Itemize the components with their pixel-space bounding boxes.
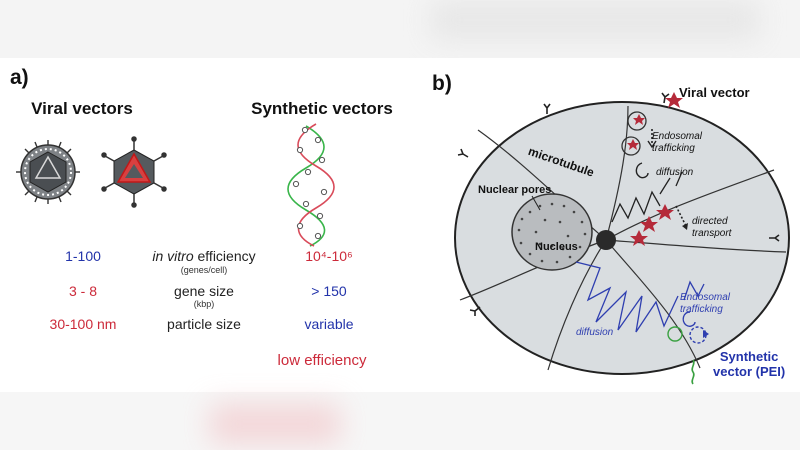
viral-vectors-header: Viral vectors: [31, 99, 133, 118]
nuclear-pores: [517, 202, 587, 264]
nuclear-pores-label: Nuclear pores: [478, 184, 552, 196]
diffusion-bottom-label: diffusion: [576, 327, 614, 338]
bottom-blur-smudge: [210, 404, 340, 444]
membrane-receptors: [457, 92, 780, 316]
top-blur-smudge: [430, 0, 760, 40]
viral-particles: [627, 92, 683, 246]
viral-gene-size-value: 3 - 8: [68, 283, 98, 299]
viral-diffusion-path-2: [659, 171, 683, 195]
synthetic-endosomes: [667, 311, 709, 344]
viral-vector-label: Viral vector: [679, 85, 750, 100]
viral-particle-size-value: 30-100 nm: [49, 316, 117, 332]
gene-size-unit: (kbp): [193, 299, 215, 309]
panel-b-label: b): [432, 72, 452, 95]
synthetic-diffusion-path-2: [683, 280, 705, 301]
diffusion-top-label: diffusion: [656, 167, 694, 178]
particle-size-label: particle size: [167, 316, 241, 332]
gene-size-label: gene size: [174, 283, 234, 299]
adenovirus-icon: [101, 136, 167, 208]
panel-a-label: a): [10, 66, 29, 89]
viral-endosomes: [621, 111, 657, 179]
efficiency-unit: (genes/cell): [180, 265, 228, 275]
efficiency-label: in vitro efficiency: [152, 248, 256, 264]
mtoc-dot: [596, 230, 616, 250]
synthetic-diffusion-path: [575, 261, 679, 333]
nucleus: [511, 193, 593, 271]
nucleus-label: Nucleus: [535, 241, 578, 253]
synthetic-polyplex-icon: [287, 123, 335, 247]
directed-transport-arrowhead: [682, 223, 688, 230]
cell-membrane: [454, 101, 790, 375]
synthetic-vector-icon: [691, 359, 695, 385]
synthetic-gene-size-value: > 150: [311, 283, 347, 299]
synthetic-particle-size-value: variable: [304, 316, 354, 332]
synthetic-vectors-header: Synthetic vectors: [251, 99, 393, 118]
viral-diffusion-path: [611, 190, 661, 223]
bottom-blur-band: [0, 392, 800, 450]
low-efficiency-label: low efficiency: [277, 352, 367, 369]
nuclear-pores-pointer: [531, 195, 541, 211]
enveloped-virus-icon: [16, 140, 80, 204]
viral-efficiency-value: 1-100: [65, 248, 101, 264]
synthetic-efficiency-value: 10⁴-10⁶: [305, 248, 353, 264]
